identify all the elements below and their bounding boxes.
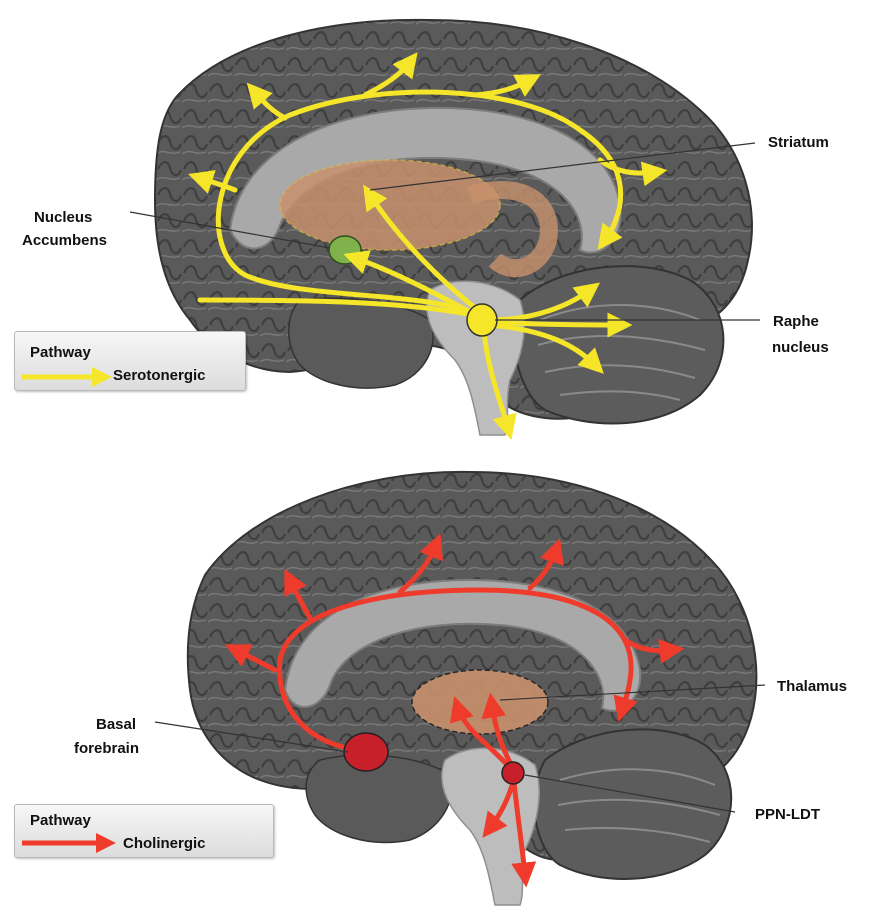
label-raphe-line1: Raphe bbox=[773, 313, 819, 330]
label-striatum: Striatum bbox=[768, 134, 829, 151]
basal-forebrain-region bbox=[344, 733, 388, 771]
ppn-ldt-region bbox=[502, 762, 524, 784]
thalamus-region bbox=[412, 670, 548, 734]
raphe-nucleus-region bbox=[467, 304, 497, 336]
label-accumbens-line1: Nucleus bbox=[34, 209, 92, 226]
legend-name-serotonergic: Serotonergic bbox=[113, 367, 206, 384]
temporal-lobe-top bbox=[289, 298, 433, 388]
label-accumbens-line2: Accumbens bbox=[22, 232, 107, 249]
striatum-region bbox=[280, 160, 500, 250]
label-basal-line1: Basal bbox=[96, 716, 136, 733]
label-thalamus: Thalamus bbox=[777, 678, 847, 695]
legend-name-cholinergic: Cholinergic bbox=[123, 835, 206, 852]
legend-title-serotonergic: Pathway bbox=[30, 344, 91, 361]
pathway-cerebellum-2 bbox=[490, 322, 620, 325]
label-basal-line2: forebrain bbox=[74, 740, 139, 757]
label-ppn: PPN-LDT bbox=[755, 806, 820, 823]
label-raphe-line2: nucleus bbox=[772, 339, 829, 356]
cerebellum-top bbox=[514, 266, 723, 423]
legend-title-cholinergic: Pathway bbox=[30, 812, 91, 829]
